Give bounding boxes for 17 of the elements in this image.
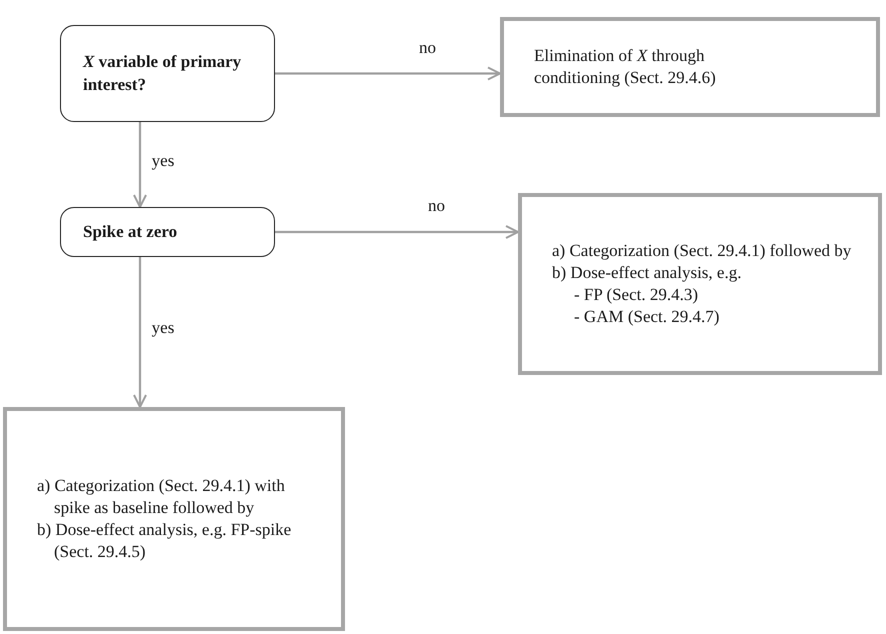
- result-box: [3, 407, 345, 631]
- box-text: Spike at zero: [83, 220, 178, 243]
- box-text: b) Dose-effect analysis, e.g. FP-spike (Sect. 29.4.5): [37, 519, 292, 564]
- box-text: - GAM (Sect. 29.4.7): [573, 306, 720, 328]
- decision-box: [60, 207, 275, 257]
- arrow: [133, 122, 147, 208]
- box-text: b) Dose-effect analysis, e.g.: [552, 262, 742, 284]
- box-text: Elimination of X through conditioning (Sect. 29.4.6): [534, 44, 717, 89]
- box-text: - FP (Sect. 29.4.3): [573, 284, 700, 306]
- arrow: [133, 257, 147, 408]
- box-text: X variable of primary interest?: [83, 51, 242, 96]
- result-box: [518, 193, 882, 375]
- arrow: [275, 66, 501, 80]
- decision-box: [60, 25, 275, 122]
- result-box: [500, 17, 880, 117]
- box-text: a) Categorization (Sect. 29.4.1) followed by: [552, 240, 852, 262]
- arrow: [275, 225, 519, 239]
